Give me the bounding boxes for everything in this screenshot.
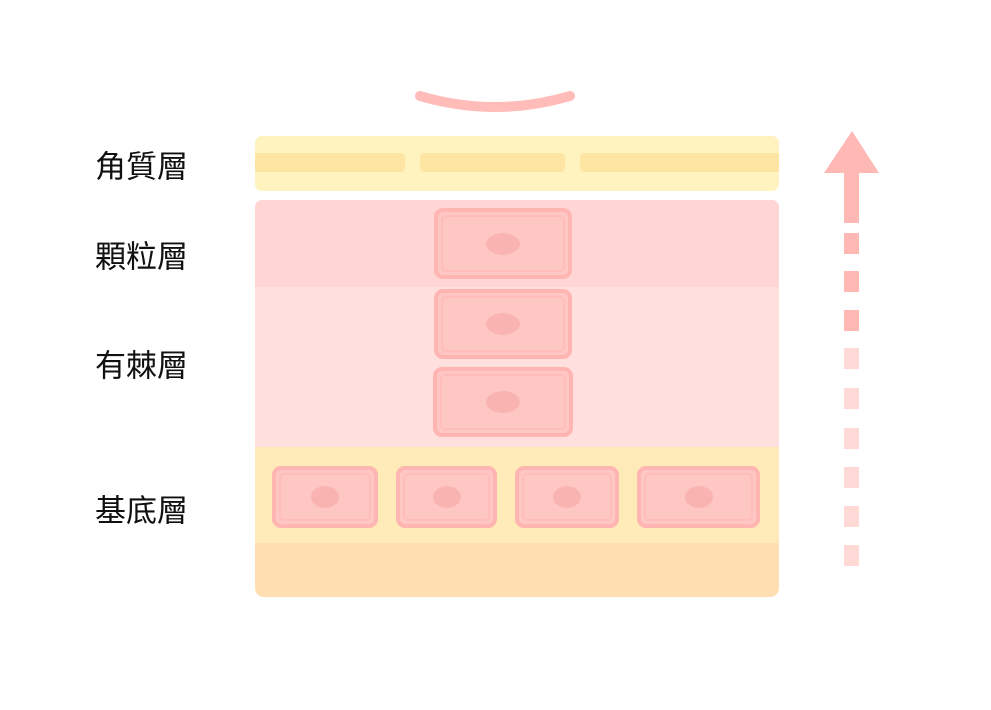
arrow-dash: [844, 467, 859, 488]
granular-cell: [434, 208, 572, 279]
label-basal: 基底層: [95, 493, 188, 530]
nucleus: [553, 486, 581, 508]
label-granular: 顆粒層: [95, 239, 188, 276]
basal-cell: [272, 466, 378, 528]
arrow-dash: [844, 388, 859, 409]
arrow-dash: [844, 545, 859, 566]
arrow-dash: [844, 310, 859, 331]
arrow-dash: [844, 506, 859, 527]
corneum-strip: [420, 153, 565, 172]
nucleus: [684, 486, 713, 508]
arrow-head-icon: [824, 131, 879, 173]
basal-cell: [637, 466, 760, 528]
arrow-dash: [844, 428, 859, 449]
basal-cell: [396, 466, 497, 528]
spinous-cell: [433, 367, 573, 437]
basal-cell: [515, 466, 619, 528]
nucleus: [486, 232, 520, 255]
nucleus: [486, 391, 520, 413]
label-corneum: 角質層: [95, 149, 188, 186]
corneum-strip: [255, 153, 405, 172]
label-spinous: 有棘層: [95, 348, 188, 385]
nucleus: [311, 486, 339, 508]
arrow-dash: [844, 233, 859, 254]
arrow-shaft: [844, 172, 859, 223]
spinous-cell: [434, 289, 572, 359]
corneum-strip: [580, 153, 779, 172]
layer-dermis: [255, 543, 779, 597]
arrow-dash: [844, 271, 859, 292]
arrow-dash: [844, 348, 859, 369]
nucleus: [432, 486, 461, 508]
nucleus: [486, 313, 520, 335]
